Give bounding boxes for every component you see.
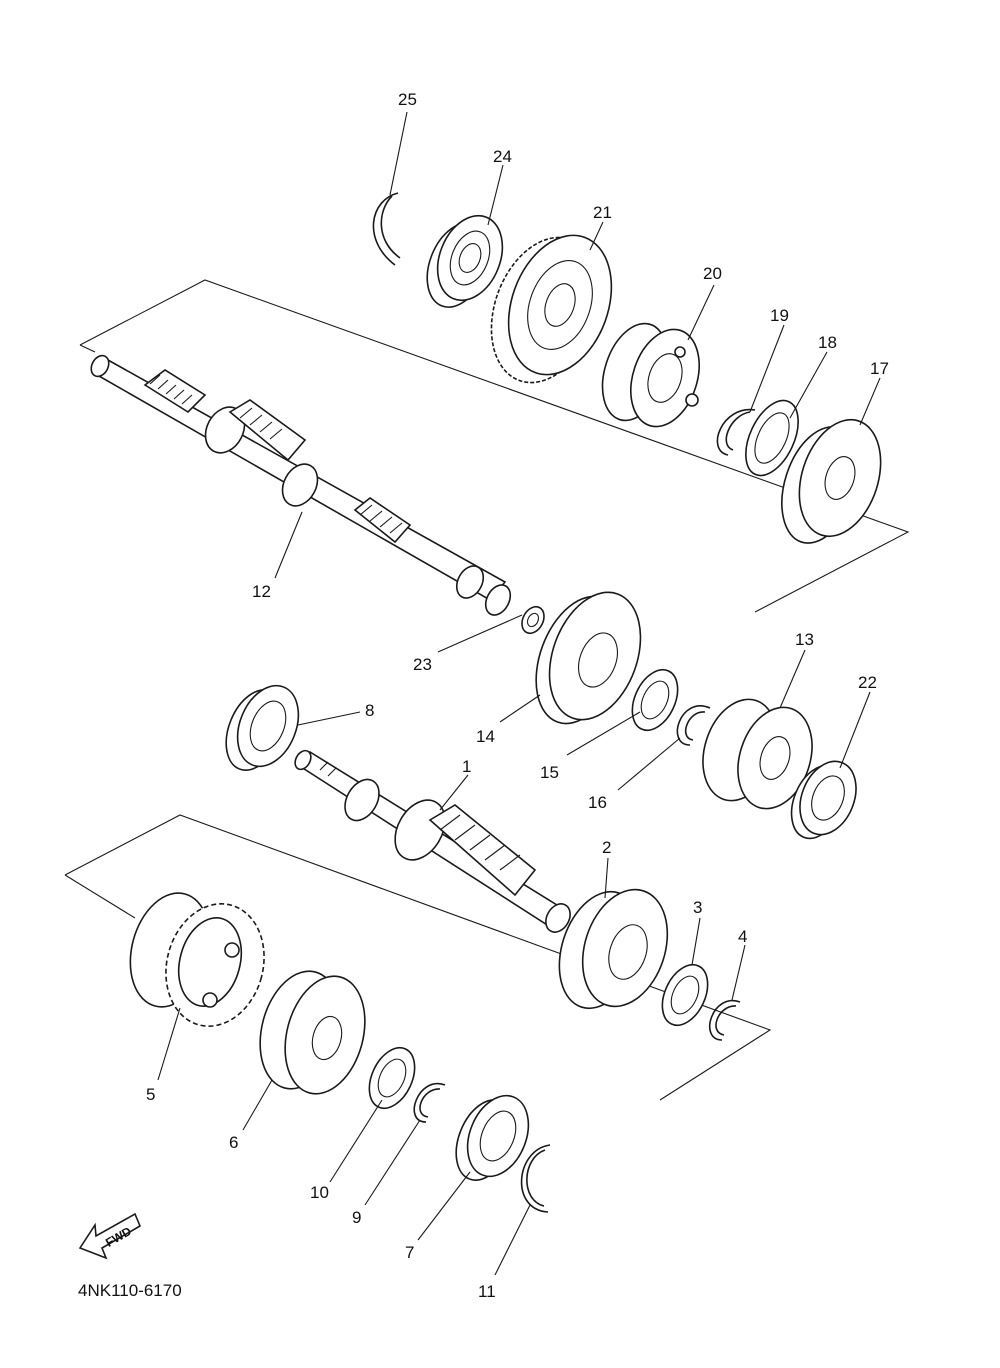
circlip-19: [716, 409, 756, 456]
drive-axle-shaft: [294, 749, 571, 933]
lower-group-boundary: [64, 814, 772, 1101]
gear-5: [129, 892, 265, 1027]
callout-23: 23: [413, 655, 432, 674]
callout-1: 1: [462, 757, 471, 776]
callout-16: 16: [588, 793, 607, 812]
callout-25: 25: [398, 90, 417, 109]
circlip-16: [676, 705, 711, 746]
washer-18: [745, 399, 799, 477]
washer-3: [661, 963, 709, 1027]
callout-24: 24: [493, 147, 512, 166]
callout-13: 13: [795, 630, 814, 649]
callout-7: 7: [405, 1243, 414, 1262]
callout-numbers: 25 24 21 20 19 18 17 12 23 13 22 8 14 1 …: [146, 90, 889, 1301]
gear-20: [601, 322, 700, 428]
drawing-code: 4NK110-6170: [78, 1281, 182, 1300]
callout-14: 14: [476, 727, 495, 746]
callout-15: 15: [540, 763, 559, 782]
circlip-9: [413, 1082, 446, 1123]
bearing-8: [225, 684, 300, 771]
circlip-4: [708, 999, 741, 1041]
leader-lines: [157, 111, 881, 1276]
callout-5: 5: [146, 1085, 155, 1104]
callout-2: 2: [602, 838, 611, 857]
callout-6: 6: [229, 1133, 238, 1152]
callout-20: 20: [703, 264, 722, 283]
main-axle-shaft: [90, 354, 512, 616]
callout-19: 19: [770, 306, 789, 325]
circlip-11: [520, 1144, 551, 1213]
callout-4: 4: [738, 927, 747, 946]
collar-23: [521, 605, 545, 635]
gear-2: [558, 888, 669, 1010]
bearing-22: [790, 760, 857, 840]
callout-12: 12: [252, 582, 271, 601]
callout-3: 3: [693, 898, 702, 917]
callout-18: 18: [818, 333, 837, 352]
fwd-arrow-icon: FWD: [78, 1212, 142, 1260]
washer-15: [631, 668, 679, 732]
upper-group-boundary: [79, 279, 910, 613]
callout-22: 22: [858, 673, 877, 692]
callout-10: 10: [310, 1183, 329, 1202]
washer-10: [368, 1046, 416, 1110]
gear-14: [535, 591, 642, 725]
callout-8: 8: [365, 701, 374, 720]
callout-21: 21: [593, 203, 612, 222]
gear-13: [702, 698, 813, 810]
bearing-24: [426, 214, 504, 308]
gear-6: [259, 970, 366, 1095]
gear-17: [781, 418, 882, 544]
circlip-25: [372, 192, 401, 266]
gear-21: [490, 234, 613, 384]
callout-11: 11: [478, 1282, 496, 1301]
callout-17: 17: [870, 359, 889, 378]
bearing-7: [455, 1094, 530, 1181]
callout-9: 9: [352, 1208, 361, 1227]
